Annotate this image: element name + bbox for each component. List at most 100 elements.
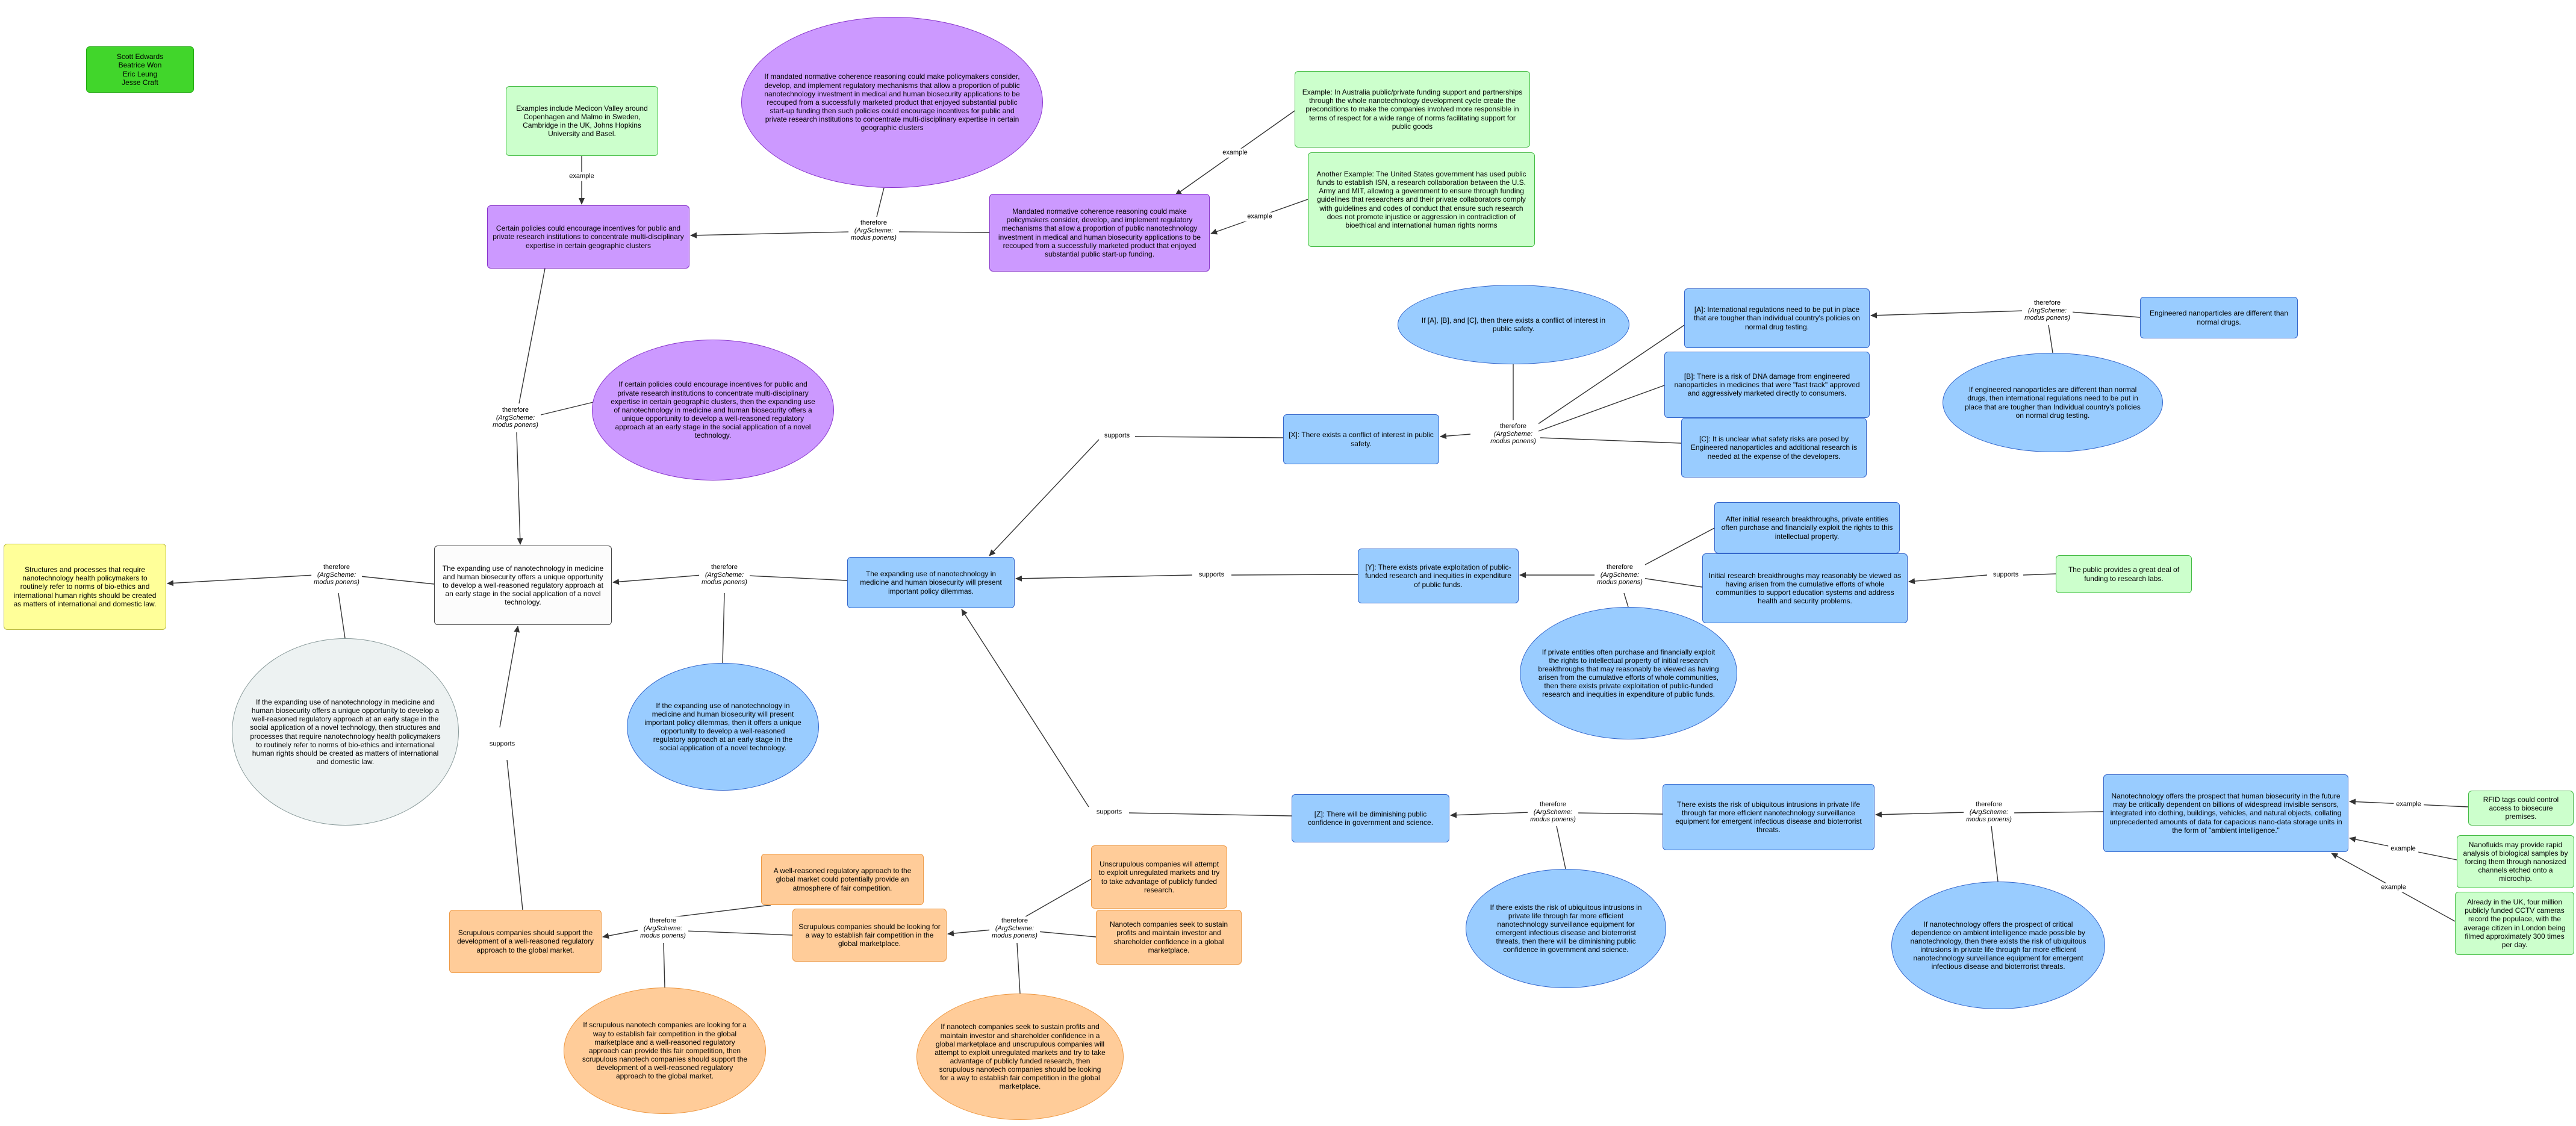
engineered-nanoparticles-conditional-ellipse[interactable]: If engineered nanoparticles are differen… xyxy=(1943,353,2163,452)
edge-line-31 xyxy=(2023,573,2056,576)
edge-line-27 xyxy=(1642,527,1715,567)
therefore-11-label[interactable]: therefore(ArgScheme:modus ponens) xyxy=(989,916,1040,941)
edge-line-28 xyxy=(1641,577,1703,588)
ubiquitous-intrusions-box-text: There exists the risk of ubiquitous intr… xyxy=(1675,800,1862,835)
edge-line-8 xyxy=(516,432,523,545)
intrusions-conditional-ellipse[interactable]: If there exists the risk of ubiquitous i… xyxy=(1466,869,1666,988)
policy-dilemmas-conditional-ellipse-text: If the expanding use of nanotechnology i… xyxy=(644,701,801,753)
conflict-of-interest-x-box[interactable]: [X]: There exists a conflict of interest… xyxy=(1283,414,1439,464)
main-contention-box[interactable]: The expanding use of nanotechnology in m… xyxy=(434,546,612,625)
edge-line-36 xyxy=(1556,826,1566,869)
cctv-example-box[interactable]: Already in the UK, four million publicly… xyxy=(2455,892,2574,955)
example-3-label[interactable]: example xyxy=(1245,212,1275,222)
edge-line-15 xyxy=(989,439,1100,556)
fair-competition-box[interactable]: A well-reasoned regulatory approach to t… xyxy=(761,854,924,905)
private-exploitation-y-box-text: [Y]: There exists private exploitation o… xyxy=(1365,563,1511,589)
supports-3-label[interactable]: supports xyxy=(1990,570,2021,580)
edge-line-53 xyxy=(499,626,520,728)
edge-line-50 xyxy=(1016,942,1021,994)
therefore-10-label[interactable]: therefore(ArgScheme:modus ponens) xyxy=(638,916,688,941)
edge-line-21 xyxy=(167,574,315,586)
public-funding-box[interactable]: The public provides a great deal of fund… xyxy=(2056,555,2192,593)
edge-line-47 xyxy=(602,929,641,939)
edge-line-20 xyxy=(338,593,346,639)
support-regulatory-approach-box[interactable]: Scrupulous companies should support the … xyxy=(449,910,602,973)
nanotech-profits-box[interactable]: Nanotech companies seek to sustain profi… xyxy=(1096,910,1242,965)
ambient-intelligence-box-text: Nanotechnology offers the prospect that … xyxy=(2109,792,2342,835)
example-4-label[interactable]: example xyxy=(2394,800,2424,809)
argscheme-text: modus ponens) xyxy=(1490,438,1536,446)
nanotech-companies-conditional-ellipse[interactable]: If nanotech companies seek to sustain pr… xyxy=(916,994,1124,1120)
edge-lines-group xyxy=(167,110,2469,994)
author-names-box[interactable]: Scott Edwards Beatrice Won Eric Leung Je… xyxy=(86,46,194,93)
exploitation-conditional-ellipse[interactable]: If private entities often purchase and f… xyxy=(1520,607,1737,739)
cumulative-efforts-box[interactable]: Initial research breakthroughs may reaso… xyxy=(1702,553,1908,623)
supports-1-label[interactable]: supports xyxy=(1101,431,1133,441)
private-exploitation-y-box[interactable]: [Y]: There exists private exploitation o… xyxy=(1358,549,1519,603)
ambient-intelligence-box[interactable]: Nanotechnology offers the prospect that … xyxy=(2103,774,2348,852)
ip-purchase-box[interactable]: After initial research breakthroughs, pr… xyxy=(1714,502,1900,553)
example-6-label[interactable]: example xyxy=(2378,883,2409,892)
therefore-8-label[interactable]: therefore(ArgScheme:modus ponens) xyxy=(1528,800,1578,824)
premise-a-box[interactable]: [A]: International regulations need to b… xyxy=(1684,288,1870,348)
therefore-5-label[interactable]: therefore(ArgScheme:modus ponens) xyxy=(311,563,362,587)
therefore-6-label[interactable]: therefore(ArgScheme:modus ponens) xyxy=(699,563,750,587)
structures-processes-box-text: Structures and processes that require na… xyxy=(13,565,157,608)
diminishing-confidence-z-box[interactable]: [Z]: There will be diminishing public co… xyxy=(1292,794,1449,842)
australia-example-box-text: Example: In Australia public/private fun… xyxy=(1302,88,1523,131)
therefore-4-label[interactable]: therefore(ArgScheme:modus ponens) xyxy=(490,406,541,430)
example-1-label[interactable]: example xyxy=(567,172,597,181)
argscheme-text: modus ponens) xyxy=(2024,314,2070,322)
mandated-coherence-conditional-ellipse[interactable]: If mandated normative coherence reasonin… xyxy=(741,17,1043,188)
argscheme-text: modus ponens) xyxy=(1530,816,1576,824)
engineered-nanoparticles-box-text: Engineered nanoparticles are different t… xyxy=(2150,309,2288,326)
nanofluids-example-box[interactable]: Nanofluids may provide rapid analysis of… xyxy=(2457,835,2574,888)
usa-example-box[interactable]: Another Example: The United States gover… xyxy=(1308,152,1535,247)
therefore-2-label[interactable]: therefore(ArgScheme:modus ponens) xyxy=(1488,422,1538,446)
premise-c-box[interactable]: [C]: It is unclear what safety risks are… xyxy=(1681,418,1867,477)
edge-line-40 xyxy=(1875,811,1967,818)
argscheme-text: modus ponens) xyxy=(992,932,1038,940)
supports-5-label[interactable]: supports xyxy=(1094,807,1125,817)
policy-dilemmas-box[interactable]: The expanding use of nanotechnology in m… xyxy=(847,557,1015,608)
therefore-3-label[interactable]: therefore(ArgScheme:modus ponens) xyxy=(2022,299,2073,323)
therefore-1-label[interactable]: therefore(ArgScheme:modus ponens) xyxy=(848,219,899,243)
example-5-label[interactable]: example xyxy=(2388,844,2418,854)
example-2-label[interactable]: example xyxy=(1220,148,1250,158)
mandated-coherence-box[interactable]: Mandated normative coherence reasoning c… xyxy=(989,194,1210,272)
premise-b-box[interactable]: [B]: There is a risk of DNA damage from … xyxy=(1664,352,1870,418)
rfid-example-box[interactable]: RFID tags could control access to biosec… xyxy=(2468,791,2574,826)
australia-example-box[interactable]: Example: In Australia public/private fun… xyxy=(1295,71,1530,148)
supports-2-label[interactable]: supports xyxy=(1196,570,1227,580)
engineered-nanoparticles-box[interactable]: Engineered nanoparticles are different t… xyxy=(2140,297,2298,338)
geographic-clusters-examples-box[interactable]: Examples include Medicon Valley around C… xyxy=(506,86,658,156)
argscheme-text: (ArgScheme: xyxy=(1969,808,2009,816)
policy-dilemmas-conditional-ellipse[interactable]: If the expanding use of nanotechnology i… xyxy=(627,663,819,791)
unscrupulous-companies-box-text: Unscrupulous companies will attempt to e… xyxy=(1098,860,1220,894)
edge-line-1 xyxy=(876,187,885,217)
edge-line-44 xyxy=(668,904,771,918)
structures-processes-box[interactable]: Structures and processes that require na… xyxy=(4,544,166,630)
edge-line-48 xyxy=(1023,879,1092,918)
therefore-9-label[interactable]: therefore(ArgScheme:modus ponens) xyxy=(1964,800,2014,824)
unscrupulous-companies-box[interactable]: Unscrupulous companies will attempt to e… xyxy=(1091,845,1227,909)
mandated-coherence-conditional-ellipse-text: If mandated normative coherence reasonin… xyxy=(764,72,1020,132)
supports-4-label[interactable]: supports xyxy=(487,739,518,749)
main-contention-conditional-ellipse[interactable]: If the expanding use of nanotechnology i… xyxy=(232,638,459,826)
usa-example-box-text: Another Example: The United States gover… xyxy=(1316,169,1526,229)
therefore-text: therefore xyxy=(649,917,677,925)
intrusions-conditional-ellipse-text: If there exists the risk of ubiquitous i… xyxy=(1490,903,1642,954)
establish-fair-competition-box[interactable]: Scrupulous companies should be looking f… xyxy=(792,909,947,962)
argscheme-text: (ArgScheme: xyxy=(496,414,535,421)
ambient-conditional-ellipse[interactable]: If nanotechnology offers the prospect of… xyxy=(1891,882,2105,1009)
abc-conflict-conditional-ellipse[interactable]: If [A], [B], and [C], then there exists … xyxy=(1398,285,1629,364)
author-names-box-text: Scott Edwards Beatrice Won Eric Leung Je… xyxy=(116,52,164,87)
scrupulous-companies-conditional-ellipse[interactable]: If scrupulous nanotech companies are loo… xyxy=(564,988,766,1114)
certain-policies-conditional-ellipse[interactable]: If certain policies could encourage ince… xyxy=(592,340,834,481)
therefore-7-label[interactable]: therefore(ArgScheme:modus ponens) xyxy=(1594,563,1645,587)
edge-line-26 xyxy=(1015,574,1193,582)
ubiquitous-intrusions-box[interactable]: There exists the risk of ubiquitous intr… xyxy=(1663,784,1874,850)
edge-line-46 xyxy=(663,942,665,988)
certain-policies-box[interactable]: Certain policies could encourage incenti… xyxy=(487,205,689,269)
